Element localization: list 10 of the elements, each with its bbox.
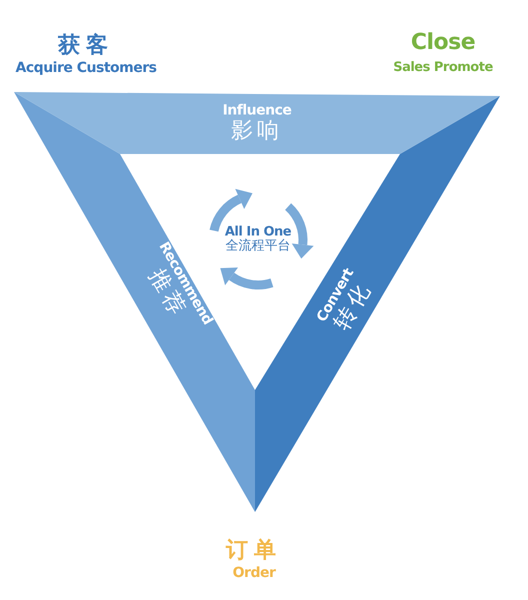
chinese-label: 全流程平台: [226, 240, 290, 255]
english-label: Influence: [222, 104, 292, 120]
corner-title: Close: [410, 30, 476, 55]
corner-subtitle: Sales Promote: [393, 60, 493, 75]
corner-title: 获客: [58, 32, 114, 60]
corner-subtitle: Acquire Customers: [16, 60, 156, 76]
chinese-label: 影响: [231, 119, 283, 144]
corner-subtitle: Order: [232, 565, 276, 581]
corner-title: 订单: [226, 537, 282, 565]
english-label: All In One: [224, 225, 292, 240]
